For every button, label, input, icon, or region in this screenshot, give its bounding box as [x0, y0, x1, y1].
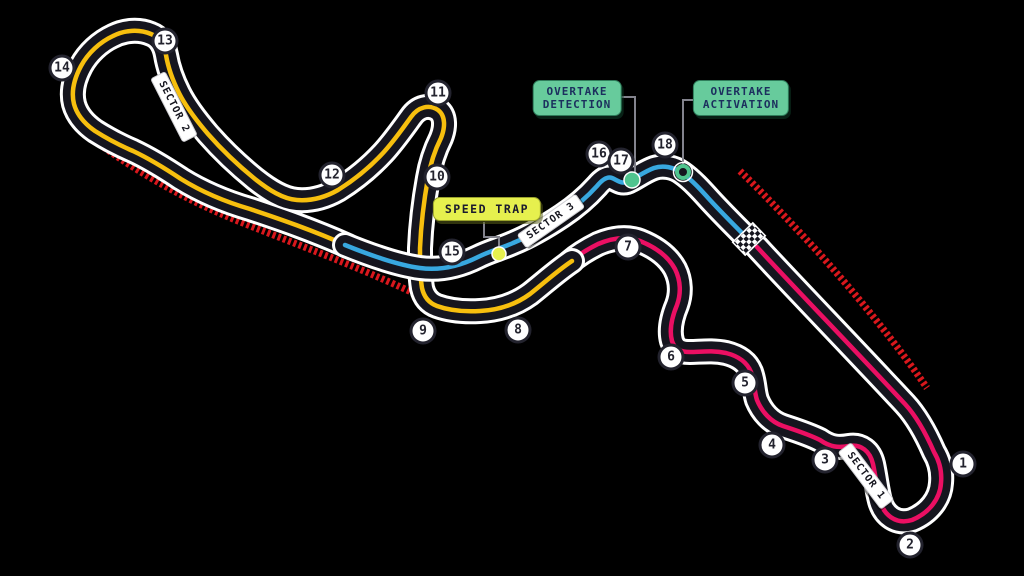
overtake-activation-line2: ACTIVATION: [702, 98, 780, 111]
overtake-activation-line1: OVERTAKE: [710, 85, 772, 98]
overtake-detection-line1: OVERTAKE: [546, 85, 608, 98]
speed-trap-badge: SPEED TRAP: [432, 197, 542, 221]
kerb-strip-back-straight: [83, 131, 422, 300]
turn-marker-5: 5: [731, 369, 759, 397]
turn-marker-18: 18: [651, 131, 679, 159]
turn-marker-6: 6: [657, 343, 685, 371]
turn-marker-4: 4: [758, 431, 786, 459]
overtake-activation-badge: OVERTAKE ACTIVATION: [692, 80, 790, 116]
overtake-activation-ring: [672, 161, 694, 183]
turn-marker-10: 10: [423, 163, 451, 191]
speed-trap-connector: [483, 222, 500, 247]
turn-marker-12: 12: [318, 161, 346, 189]
overtake-detection-badge: OVERTAKE DETECTION: [532, 80, 622, 116]
turn-marker-11: 11: [424, 79, 452, 107]
sector1-line: [567, 235, 944, 524]
speed-trap-dot: [491, 246, 507, 262]
overtake-detection-line2: DETECTION: [542, 98, 612, 111]
overtake-detection-connector: [617, 96, 636, 172]
turn-marker-17: 17: [607, 147, 635, 175]
kerb-strip-main-straight: [737, 168, 930, 390]
turn-marker-3: 3: [811, 446, 839, 474]
turn-marker-14: 14: [48, 54, 76, 82]
turn-marker-15: 15: [438, 238, 466, 266]
turn-marker-13: 13: [151, 27, 179, 55]
turn-marker-8: 8: [504, 316, 532, 344]
turn-marker-2: 2: [896, 531, 924, 559]
turn-marker-1: 1: [949, 450, 977, 478]
start-finish-line: [731, 221, 767, 257]
turn-marker-9: 9: [409, 317, 437, 345]
turn-marker-7: 7: [614, 233, 642, 261]
overtake-detection-dot: [623, 171, 641, 189]
track-sector1: [557, 225, 955, 535]
